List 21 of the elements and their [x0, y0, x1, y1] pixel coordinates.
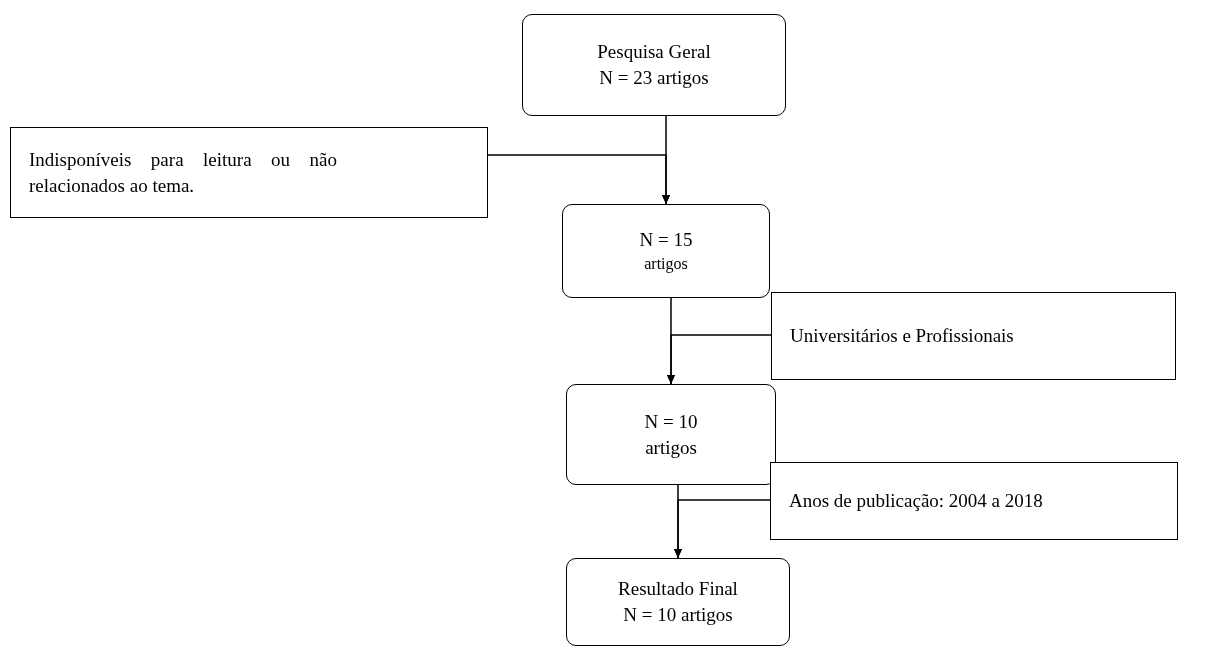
note-box [10, 127, 488, 218]
node-text: N = 15 [639, 228, 693, 253]
node-text: artigos [645, 435, 697, 460]
note-box [770, 462, 1178, 540]
node-text: Anos de publicação: 2004 a 2018 [789, 489, 1044, 514]
arrow [674, 499, 771, 559]
node-text: Pesquisa Geral [597, 40, 711, 65]
node-text: N = 23 artigos [599, 66, 709, 90]
node-text: N = 10 [644, 409, 698, 434]
arrow [667, 334, 772, 385]
node-text: artigos [644, 254, 688, 275]
node-text: Indisponíveis para leitura ou não relacionados ao tema. [29, 147, 337, 198]
note-box [771, 292, 1176, 380]
arrow [487, 154, 670, 205]
rounded-box [522, 14, 786, 116]
rounded-box [566, 558, 790, 646]
rounded-box [566, 384, 776, 485]
node-text: Resultado Final [618, 577, 738, 602]
node-text: Universitários e Profissionais [790, 324, 1015, 349]
rounded-box [562, 204, 770, 298]
node-text: N = 10 artigos [623, 603, 733, 627]
